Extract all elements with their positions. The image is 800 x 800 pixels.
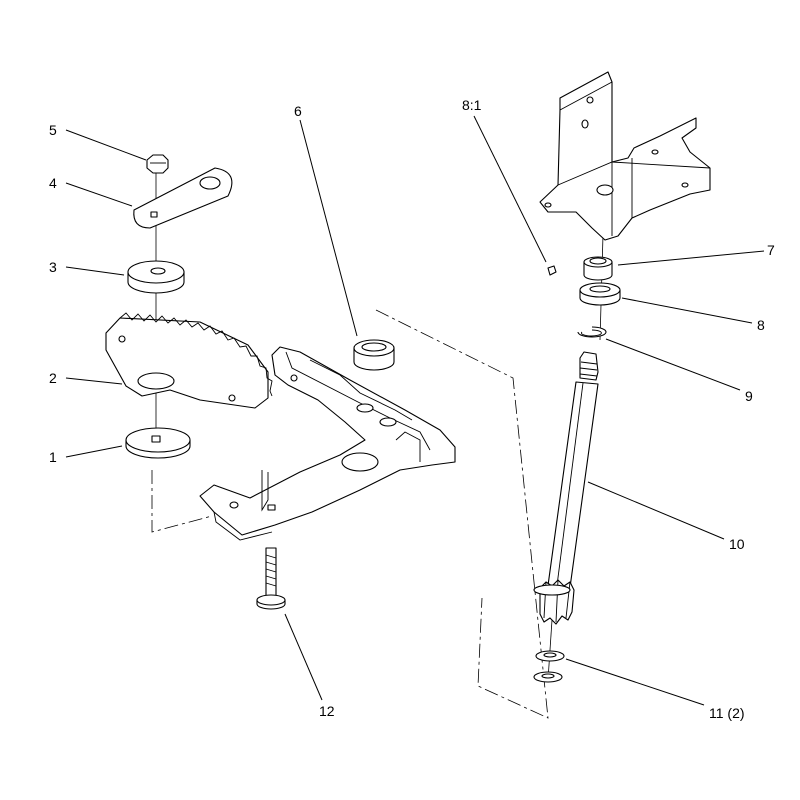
part-3-spacer-washer (127, 260, 185, 294)
callout-2: 2 (49, 370, 57, 386)
steering-bracket (199, 346, 456, 541)
part-9-retaining-ring (577, 326, 607, 338)
leader-5 (65, 129, 147, 161)
leader-11 (565, 658, 705, 706)
callout-9: 9 (745, 388, 753, 404)
part-2-sector-gear (105, 312, 273, 409)
leader-2 (65, 377, 123, 385)
leader-6 (299, 119, 358, 337)
callout-8-1: 8:1 (462, 97, 482, 113)
part-4-mounting-plate (133, 167, 233, 229)
part-8-1-grease-fitting (547, 265, 557, 276)
callout-5: 5 (49, 122, 57, 138)
callout-7: 7 (767, 242, 775, 258)
part-8-bearing (579, 282, 621, 306)
leader-1 (65, 445, 123, 458)
callout-3: 3 (49, 259, 57, 275)
leader-12 (284, 613, 323, 701)
callout-labels: 1 2 3 4 5 6 7 8 8:1 9 10 11 (2) 12 (49, 97, 775, 721)
leader-10 (587, 481, 725, 540)
callout-11: 11 (2) (709, 705, 745, 721)
callout-6: 6 (294, 103, 302, 119)
upper-mounting-bracket (539, 71, 711, 241)
part-6-flange-bushing (353, 339, 395, 371)
callout-8: 8 (757, 317, 765, 333)
callout-12: 12 (319, 703, 335, 719)
part-7-flange-bearing (583, 256, 613, 281)
callout-4: 4 (49, 175, 57, 191)
part-10-steering-shaft (533, 351, 599, 625)
callout-leaders (65, 115, 765, 706)
leader-4 (65, 182, 133, 207)
part-5-hex-nut (146, 154, 169, 174)
leader-8 (621, 297, 753, 324)
callout-1: 1 (49, 449, 57, 465)
part-12-carriage-bolt (256, 547, 286, 610)
assembly-guide-lines (151, 309, 549, 719)
leader-3 (65, 266, 125, 276)
leader-7 (617, 250, 765, 266)
callout-10: 10 (729, 536, 745, 552)
leader-8-1 (473, 115, 547, 263)
leader-9 (605, 338, 741, 391)
part-11-thrust-washers (533, 650, 565, 683)
part-1-flat-washer (125, 427, 191, 459)
